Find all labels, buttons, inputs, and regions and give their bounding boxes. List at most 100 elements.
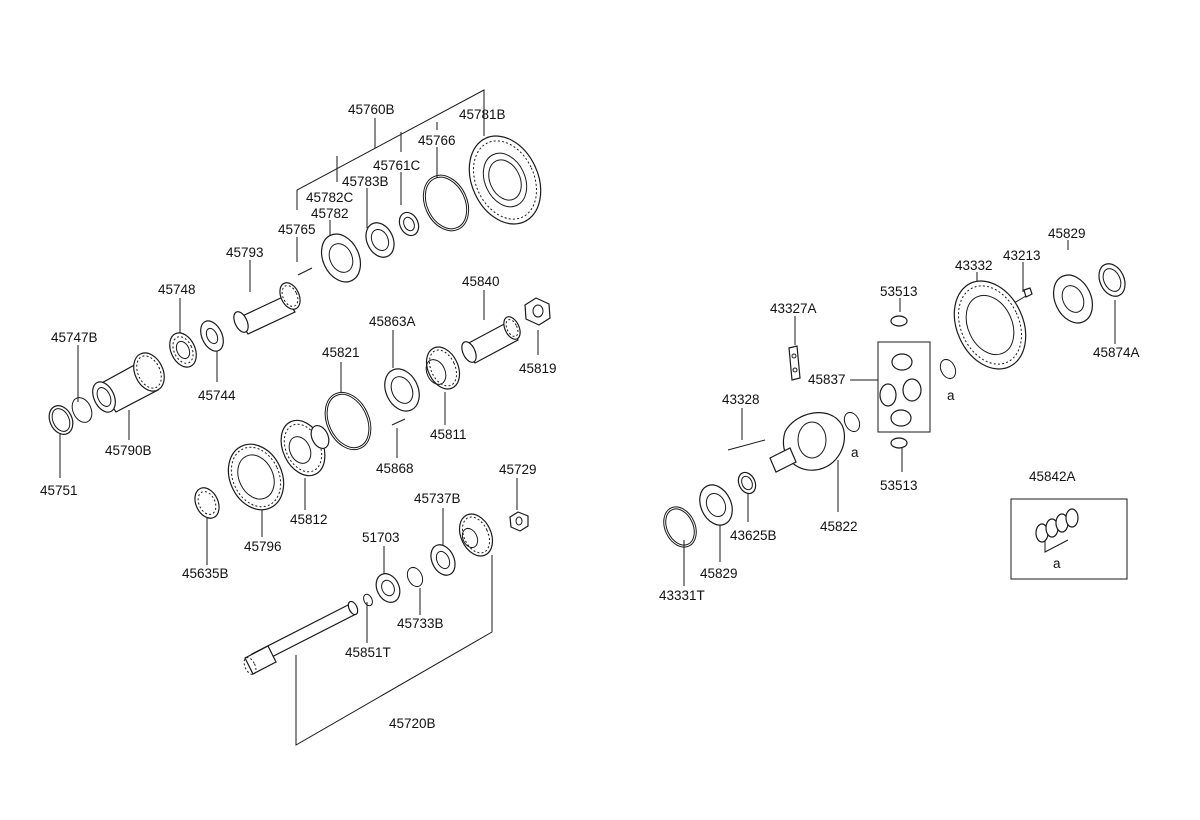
label-43327a: 43327A: [770, 301, 817, 316]
label-45793: 45793: [226, 245, 264, 260]
label-45760b: 45760B: [348, 102, 395, 117]
label-45733b: 45733B: [397, 616, 444, 631]
label-43213: 43213: [1003, 248, 1041, 263]
label-45837: 45837: [808, 372, 846, 387]
ring-a-top: [939, 358, 957, 380]
left-parts: [48, 135, 551, 675]
label-45748: 45748: [158, 282, 196, 297]
label-45863a: 45863A: [369, 314, 416, 329]
label-45819: 45819: [519, 361, 557, 376]
ring-45733b: [406, 566, 424, 588]
gear-45812: [280, 419, 330, 477]
bearing-45737b: [430, 544, 456, 576]
pin-43328: [727, 439, 766, 451]
right-parts: [663, 263, 1126, 548]
label-45635b: 45635B: [182, 566, 229, 581]
shaft-45840: [461, 316, 521, 364]
bearing-45748: [169, 332, 197, 368]
ring-a-mid: [843, 411, 861, 433]
shim-45874a: [1098, 263, 1126, 297]
label-45782: 45782: [311, 206, 349, 221]
nut-45819: [524, 297, 551, 326]
washer-53513-bottom: [890, 437, 908, 449]
bearing-45635b: [194, 487, 220, 519]
gear-45811: [425, 346, 461, 390]
gear-45781b: [468, 135, 542, 225]
diff-case-45822: [769, 412, 846, 473]
label-45790b: 45790B: [105, 443, 152, 458]
label-53513-top: 53513: [880, 284, 918, 299]
bolt-43213: [1013, 287, 1033, 304]
label-45783b: 45783B: [342, 174, 389, 189]
pinion-set-45837: [879, 353, 922, 427]
label-53513-bottom: 53513: [880, 478, 918, 493]
label-45868: 45868: [376, 461, 414, 476]
bearing-51703: [375, 573, 401, 603]
washer-45744: [200, 320, 224, 352]
label-45747b: 45747B: [51, 330, 98, 345]
label-43331t: 43331T: [659, 588, 705, 603]
label-45766: 45766: [418, 133, 456, 148]
bearing-45783b: [365, 222, 395, 258]
ring-43331t: [663, 506, 697, 548]
label-45842a: 45842A: [1029, 469, 1076, 484]
label-43328: 43328: [722, 392, 760, 407]
label-45761c: 45761C: [373, 158, 421, 173]
race-45782: [320, 233, 362, 283]
ring-45851t: [363, 593, 373, 607]
label-43332: 43332: [955, 258, 993, 273]
spacer-set-45842a: [1035, 508, 1079, 543]
left-labels: 45760B 45781B 45766 45761C 45783B 45782C…: [40, 102, 557, 731]
bearing-45761c: [398, 211, 420, 237]
label-43625b: 43625B: [730, 528, 777, 543]
pin-45765: [297, 267, 313, 276]
ring-gear-45796: [227, 443, 285, 511]
label-45874a: 45874A: [1093, 345, 1140, 360]
seal-43625b: [737, 471, 757, 495]
label-ref-a-2: a: [851, 445, 859, 460]
shaft-43327a: [788, 345, 801, 381]
label-ref-a-1: a: [947, 388, 955, 403]
label-45822: 45822: [820, 519, 858, 534]
label-45751: 45751: [40, 483, 78, 498]
ring-45821: [324, 391, 372, 451]
ring-45766: [422, 174, 470, 232]
bearing-45829-top: [1052, 274, 1094, 324]
label-45782c: 45782C: [306, 190, 354, 205]
nut-45729: [509, 511, 529, 532]
bearing-45829-bottom: [699, 484, 733, 526]
label-45796: 45796: [244, 539, 282, 554]
label-45821: 45821: [322, 345, 360, 360]
ring-45747b: [71, 397, 93, 423]
label-45720b: 45720B: [389, 716, 436, 731]
label-45729: 45729: [499, 462, 537, 477]
shaft-45793: [233, 282, 301, 335]
label-45744: 45744: [198, 388, 236, 403]
label-45812: 45812: [290, 512, 328, 527]
label-45781b: 45781B: [459, 107, 506, 122]
bearing-45863a: [384, 368, 420, 412]
shaft-45720b: [243, 600, 359, 675]
right-leader-lines: [683, 240, 1128, 586]
label-45829-top: 45829: [1048, 226, 1086, 241]
label-45851t: 45851T: [345, 645, 391, 660]
right-labels: 45829 43213 43332 53513 43327A 45874A 45…: [659, 226, 1140, 603]
label-45811: 45811: [430, 427, 467, 442]
ring-45751: [48, 405, 74, 435]
gear-45790b: [92, 352, 165, 413]
label-45840: 45840: [462, 274, 500, 289]
left-leader-lines: [59, 89, 539, 746]
label-51703: 51703: [362, 530, 400, 545]
label-45737b: 45737B: [414, 491, 461, 506]
pin-45868: [391, 418, 406, 426]
label-45829-bottom: 45829: [700, 566, 738, 581]
label-ref-a-3: a: [1053, 556, 1061, 571]
gear-45720b-assy: [458, 513, 494, 557]
box-45842a: [1010, 498, 1128, 580]
label-45765: 45765: [278, 222, 316, 237]
ring-gear-43332: [953, 280, 1027, 370]
washer-53513-top: [890, 315, 908, 327]
box-45837: [877, 341, 931, 433]
